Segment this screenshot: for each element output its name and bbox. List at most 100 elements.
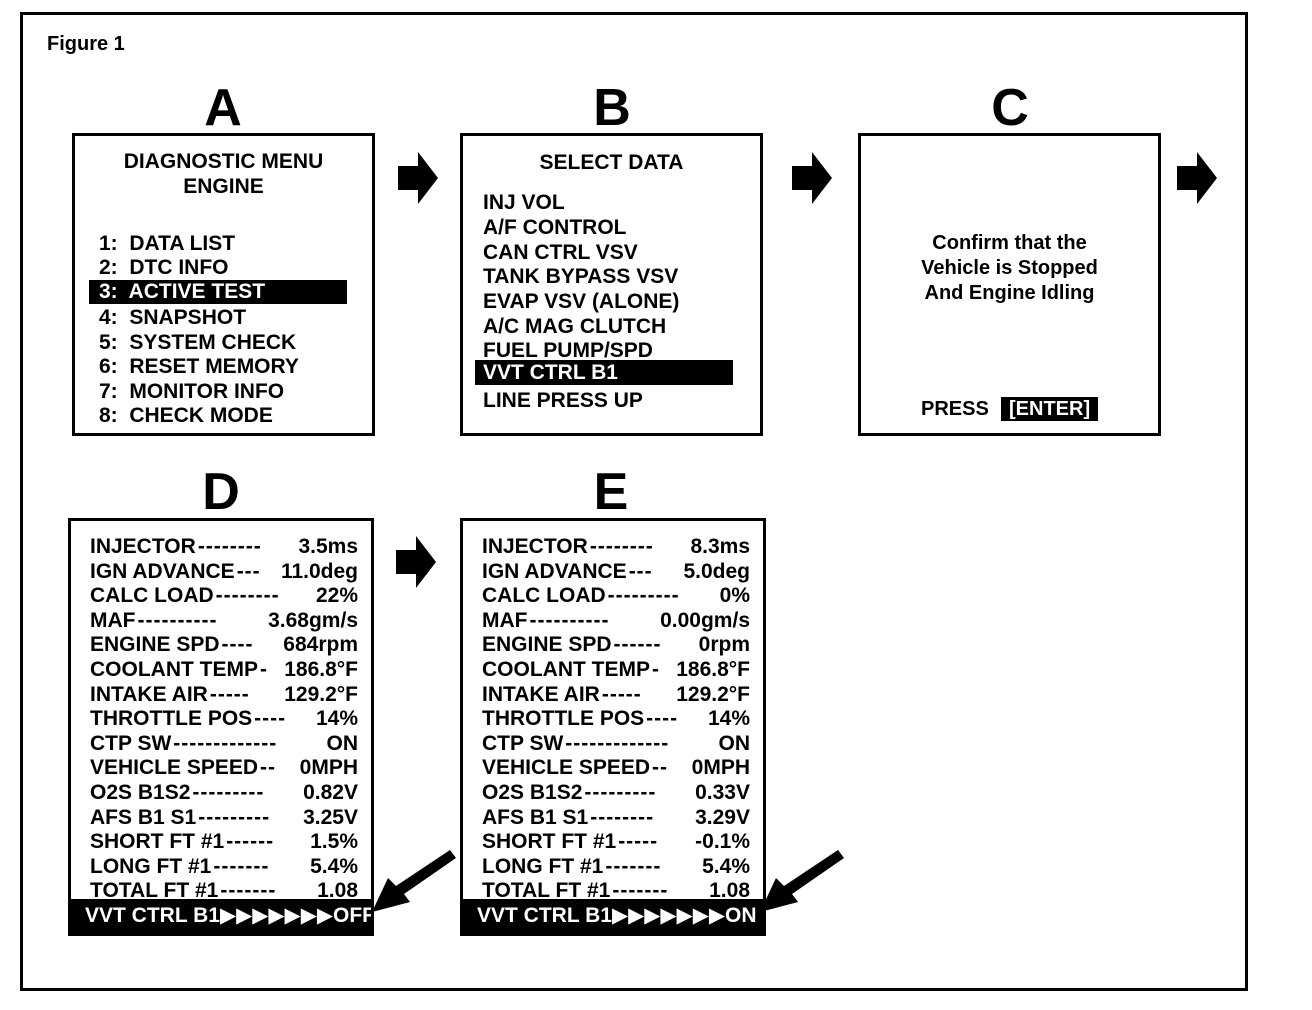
menu-item-reset-memory[interactable]: 6: RESET MEMORY [99,355,299,378]
data-row-label: AFS B1 S1 [90,805,197,829]
menu-item-active-test[interactable]: 3: ACTIVE TEST [89,280,347,304]
press-label: PRESS [921,398,989,420]
menu-item-dtc-info[interactable]: 2: DTC INFO [99,256,229,279]
menu-item-data-list[interactable]: 1: DATA LIST [99,232,236,255]
data-row-value: 1.08 [317,879,358,903]
data-item-af-control[interactable]: A/F CONTROL [483,216,627,239]
data-row-label: SHORT FT #1 [482,830,617,854]
data-row: VEHICLE SPEED--0MPH [482,756,750,781]
data-row-dashes: -------- [215,584,280,608]
data-row-value: 3.25V [303,805,358,829]
data-row-dashes: ------------- [173,731,278,755]
data-item-fuel-pump-spd[interactable]: FUEL PUMP/SPD [483,339,653,362]
data-row-dashes: ---- [254,707,287,731]
data-row: THROTTLE POS----14% [90,707,358,732]
vvt-status-bar-off: VVT CTRL B1▶▶▶▶▶▶▶OFF [71,899,371,933]
data-row-dashes: ------- [220,879,277,903]
data-row-label: INTAKE AIR [90,682,208,706]
data-row-dashes: ----- [209,682,250,706]
data-row: SHORT FT #1------1.5% [90,830,358,855]
data-row-label: ENGINE SPD [90,633,220,657]
data-row-label: CTP SW [482,731,564,755]
data-row-dashes: ---------- [529,608,610,632]
data-row: CTP SW-------------ON [90,732,358,757]
data-row-dashes: - [652,658,660,681]
menu-item-snapshot[interactable]: 4: SNAPSHOT [99,306,247,329]
data-item-line-press-up[interactable]: LINE PRESS UP [483,389,643,412]
data-row-value: 186.8°F [284,658,358,681]
data-row-value: 8.3ms [690,535,750,558]
menu-item-check-mode[interactable]: 8: CHECK MODE [99,404,273,427]
data-row-dashes: -------- [197,535,262,558]
data-row-dashes: ------ [226,830,275,854]
data-row-value: 0.82V [303,781,358,804]
data-row: THROTTLE POS----14% [482,707,750,732]
data-row-value: 0% [719,584,750,608]
data-row: INJECTOR--------8.3ms [482,535,750,560]
data-row: COOLANT TEMP-186.8°F [90,658,358,683]
data-row-dashes: --------- [607,584,680,608]
data-row-label: MAF [90,608,136,632]
panel-letter-e: E [593,463,629,521]
data-row-value: 3.5ms [298,535,358,558]
data-row-value: 5.0deg [683,559,750,583]
data-row-label: TOTAL FT #1 [90,879,219,903]
data-item-tank-bypass-vsv[interactable]: TANK BYPASS VSV [483,265,679,288]
data-row: MAF---------- 0.00gm/s [482,609,750,634]
data-row-label: ENGINE SPD [482,633,612,657]
data-row-dashes: ---------- [137,608,218,632]
data-row-value: 22% [315,584,358,608]
data-row-label: SHORT FT #1 [90,830,225,854]
data-row-label: LONG FT #1 [90,854,212,878]
data-row-label: COOLANT TEMP [90,658,258,681]
data-row: COOLANT TEMP-186.8°F [482,658,750,683]
right-arrow-icon [1177,152,1217,204]
menu-item-system-check[interactable]: 5: SYSTEM CHECK [99,331,297,354]
data-row-dashes: -------- [590,805,655,829]
data-row-value: 3.29V [695,805,750,829]
data-row: TOTAL FT #1-------1.08 [482,879,750,904]
data-row: VEHICLE SPEED--0MPH [90,756,358,781]
data-row-value: 1.08 [709,879,750,903]
menu-item-monitor-info[interactable]: 7: MONITOR INFO [99,380,285,403]
data-row-dashes: ------- [612,879,669,903]
diagonal-arrow-icon [372,850,456,912]
data-row-value: 0.00gm/s [660,608,750,632]
data-row-dashes: ------ [613,633,662,657]
data-item-vvt-ctrl-b1[interactable]: VVT CTRL B1 [475,360,733,385]
data-item-ac-mag-clutch[interactable]: A/C MAG CLUTCH [483,315,667,338]
data-row-label: COOLANT TEMP [482,658,650,681]
data-row: IGN ADVANCE---11.0deg [90,560,358,585]
data-row-value: ON [326,731,359,755]
data-row: AFS B1 S1---------3.25V [90,806,358,831]
data-row-value: 14% [707,707,750,731]
data-row-value: 0rpm [698,633,750,657]
confirm-message-line1: Confirm that the [932,232,1087,254]
panel-letter-a: A [204,79,242,137]
figure-label: Figure 1 [47,33,125,55]
data-item-can-ctrl-vsv[interactable]: CAN CTRL VSV [483,241,638,264]
data-row-label: VEHICLE SPEED [90,756,259,780]
panel-letter-b: B [593,79,631,137]
data-row-label: IGN ADVANCE [482,559,627,583]
enter-button[interactable]: [ENTER] [1001,397,1099,421]
data-row: AFS B1 S1--------3.29V [482,806,750,831]
data-row: INJECTOR--------3.5ms [90,535,358,560]
diagonal-arrow-icon [760,850,844,912]
data-row-dashes: --------- [584,781,657,804]
panel-b-title: SELECT DATA [539,151,684,174]
data-row-label: CALC LOAD [482,584,606,608]
data-row-label: MAF [482,608,528,632]
panel-letter-d: D [202,463,240,521]
panel-b-screen: SELECT DATA INJ VOL A/F CONTROL CAN CTRL… [460,133,763,436]
data-item-inj-vol[interactable]: INJ VOL [483,191,565,214]
data-row-label: O2S B1S2 [482,781,583,804]
data-row-dashes: -------- [589,535,654,558]
data-row-value: 0MPH [299,756,358,780]
data-item-evap-vsv-alone[interactable]: EVAP VSV (ALONE) [483,290,680,313]
data-row-label: THROTTLE POS [482,707,645,731]
data-row: LONG FT #1-------5.4% [90,855,358,880]
panel-a-screen: DIAGNOSTIC MENU ENGINE 1: DATA LIST 2: D… [72,133,375,436]
data-row-value: 684rpm [283,633,358,657]
